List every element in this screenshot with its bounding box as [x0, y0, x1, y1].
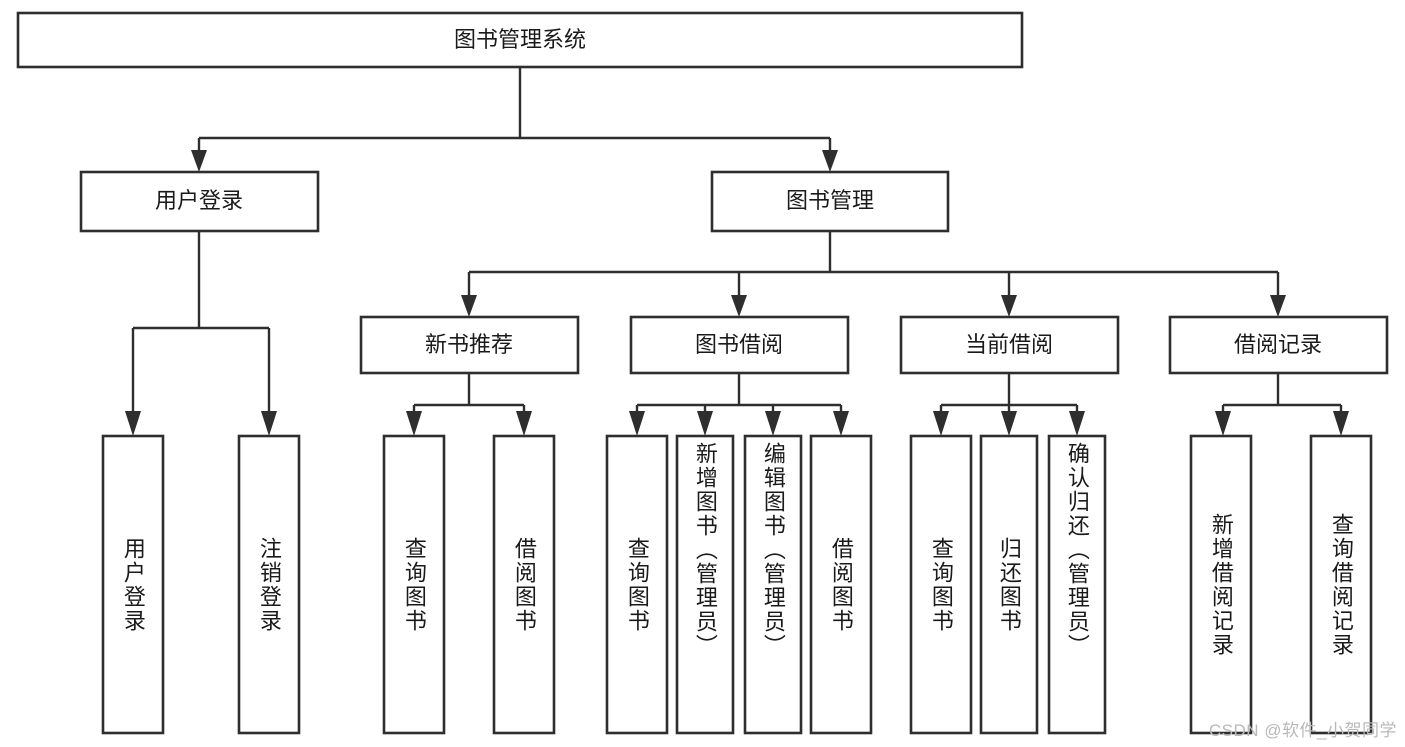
- arrow-head-user-login: [191, 150, 207, 172]
- leaf-box-cb-confirm-return[interactable]: [1047, 434, 1107, 735]
- node-current-borrow[interactable]: 当前借阅: [899, 315, 1120, 375]
- arrow-head-current-borrow: [1001, 295, 1017, 317]
- node-borrow-record[interactable]: 借阅记录: [1168, 315, 1389, 375]
- leaf-box-bb-query-book[interactable]: [605, 434, 669, 735]
- arrow-head-br-leaf1: [1215, 411, 1231, 436]
- arrow-head-book-borrow: [731, 295, 747, 317]
- leaf-box-br-query-record[interactable]: [1309, 434, 1373, 735]
- leaf-box-group: [101, 434, 1373, 735]
- leaf-box-cb-query-book[interactable]: [909, 434, 973, 735]
- node-root[interactable]: 图书管理系统: [16, 11, 1024, 69]
- node-root-label: 图书管理系统: [454, 27, 586, 52]
- arrow-head-bb-leaf3: [765, 411, 781, 436]
- arrow-head-borrow-record: [1270, 295, 1286, 317]
- leaf-box-user-login[interactable]: [101, 434, 165, 735]
- leaf-box-cb-return-book[interactable]: [979, 434, 1039, 735]
- arrow-head-bb-leaf2: [697, 411, 713, 436]
- leaf-box-nbr-borrow-book[interactable]: [492, 434, 556, 735]
- node-new-book-recommend-box[interactable]: [359, 315, 580, 375]
- arrow-head-leaf-logout: [261, 411, 277, 436]
- node-book-borrow[interactable]: 图书借阅: [629, 315, 850, 375]
- watermark: CSDN @软件_小贺同学: [1208, 721, 1397, 740]
- arrow-head-nb-leaf2: [516, 411, 532, 436]
- node-current-borrow-label: 当前借阅: [965, 332, 1053, 357]
- node-book-borrow-box[interactable]: [629, 315, 850, 375]
- node-book-management-box[interactable]: [710, 170, 950, 233]
- arrow-head-cb-leaf1: [933, 411, 949, 436]
- arrow-head-book-mgmt: [822, 150, 838, 172]
- leaf-box-nbr-query-book[interactable]: [382, 434, 446, 735]
- node-book-management-label: 图书管理: [786, 188, 874, 213]
- arrow-head-leaf-user-login: [125, 411, 141, 436]
- arrow-head-cb-leaf2: [1001, 411, 1017, 436]
- arrow-head-br-leaf2: [1333, 411, 1349, 436]
- node-new-book-recommend[interactable]: 新书推荐: [359, 315, 580, 375]
- node-user-login-label: 用户登录: [155, 188, 243, 213]
- arrow-head-bb-leaf4: [833, 411, 849, 436]
- arrow-head-bb-leaf1: [629, 411, 645, 436]
- node-user-login-box[interactable]: [79, 170, 320, 233]
- arrow-head-nb-leaf1: [406, 411, 422, 436]
- arrow-head-cb-leaf3: [1069, 411, 1085, 436]
- leaf-box-br-add-record[interactable]: [1189, 434, 1253, 735]
- node-root-box[interactable]: [16, 11, 1024, 69]
- node-book-borrow-label: 图书借阅: [695, 332, 783, 357]
- leaf-box-bb-add-book[interactable]: [675, 434, 735, 735]
- node-book-management[interactable]: 图书管理: [710, 170, 950, 233]
- node-borrow-record-box[interactable]: [1168, 315, 1389, 375]
- leaf-box-bb-borrow-book[interactable]: [809, 434, 873, 735]
- arrow-head-new-book: [461, 295, 477, 317]
- node-user-login[interactable]: 用户登录: [79, 170, 320, 233]
- node-new-book-recommend-label: 新书推荐: [425, 332, 513, 357]
- leaf-box-bb-edit-book[interactable]: [743, 434, 803, 735]
- connector-group: [125, 67, 1349, 436]
- node-borrow-record-label: 借阅记录: [1234, 332, 1322, 357]
- leaf-box-logout[interactable]: [237, 434, 301, 735]
- node-current-borrow-box[interactable]: [899, 315, 1120, 375]
